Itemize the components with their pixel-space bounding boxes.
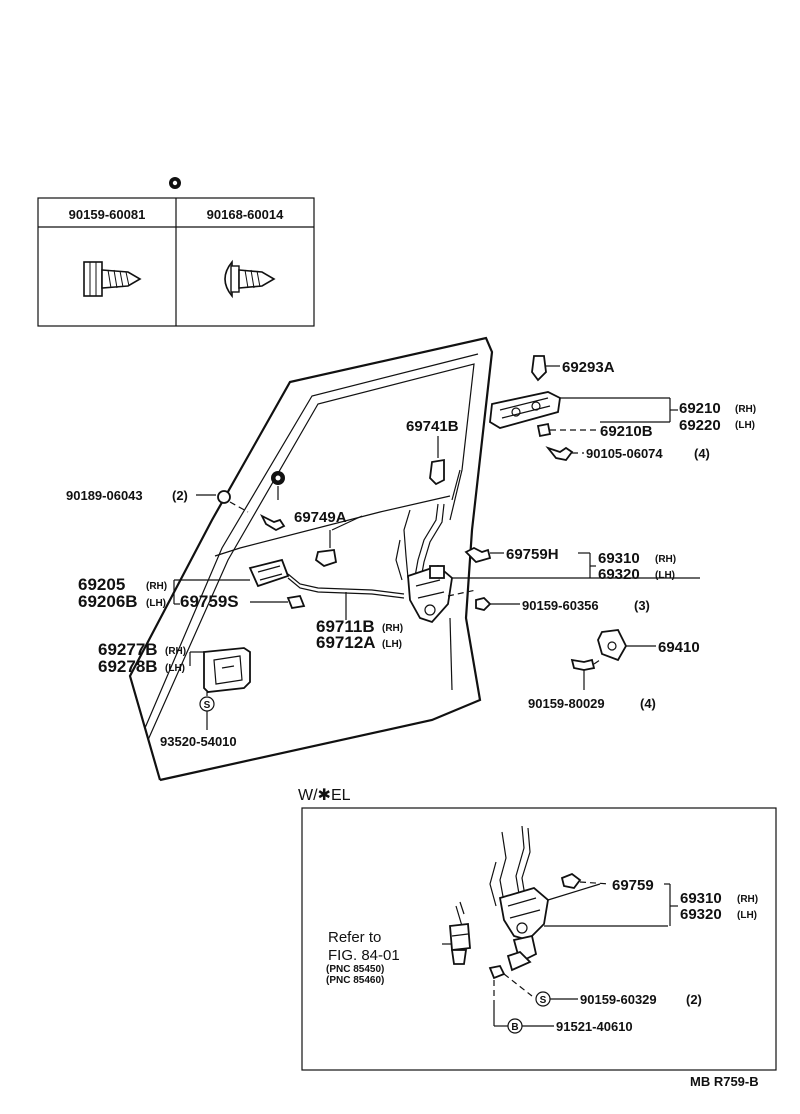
label-90105-qty: (4) <box>694 446 710 461</box>
table-col1-header: 90159-60081 <box>69 207 146 222</box>
part-69410: 69410 <box>597 629 700 662</box>
label-69277B: 69277B <box>98 640 158 659</box>
label-69741B: 69741B <box>406 418 459 435</box>
label-69206B-lh: (LH) <box>146 598 166 609</box>
part-inside-handle-69205: 69205 (RH) 69206B (LH) 69759S <box>78 558 405 611</box>
inset-electric-lock: W/✱EL 69759 69310 (RH) 69320 (LH) Refer … <box>298 787 777 1071</box>
label-69310-rh: (RH) <box>655 554 676 565</box>
label-69712A: 69712A <box>316 633 376 652</box>
label-69278B: 69278B <box>98 657 158 676</box>
part-69210B: 69210B <box>536 422 653 440</box>
label-69749A: 69749A <box>294 509 347 526</box>
screw-icon <box>224 259 276 299</box>
s-marker-letter: S <box>204 700 211 711</box>
label-90159-60356-qty: (3) <box>634 598 650 613</box>
label-69712A-lh: (LH) <box>382 639 402 650</box>
refer-fig-label: FIG. 84-01 <box>328 947 400 964</box>
label-90189-qty: (2) <box>172 488 188 503</box>
label-90159-80029: 90159-80029 <box>528 696 605 711</box>
inset-title: W/✱EL <box>298 787 351 804</box>
part-69759H: 69759H 69310 (RH) 69320 (LH) <box>464 546 676 583</box>
label-69277B-rh: (RH) <box>165 646 186 657</box>
screw-icon <box>83 261 142 297</box>
inset-label-69320-lh: (LH) <box>737 910 757 921</box>
label-69220-lh: (LH) <box>735 420 755 431</box>
pnc-85460-label: (PNC 85460) <box>326 975 384 986</box>
label-69205-rh: (RH) <box>146 581 167 592</box>
door-lock-assembly <box>395 503 700 624</box>
label-90105-06074: 90105-06074 <box>586 446 663 461</box>
label-69711B: 69711B <box>316 617 375 636</box>
part-90159-80029: 90159-80029 (4) <box>528 658 656 711</box>
label-69206B: 69206B <box>78 592 138 611</box>
label-69220: 69220 <box>679 417 721 434</box>
label-69759H: 69759H <box>506 546 559 563</box>
label-69320: 69320 <box>598 566 640 583</box>
part-69741B: 69741B <box>406 418 459 486</box>
label-69210: 69210 <box>679 400 721 417</box>
part-rod-69711B: 69711B (RH) 69712A (LH) <box>316 592 403 652</box>
label-69205: 69205 <box>78 575 125 594</box>
inset-label-69759: 69759 <box>612 877 654 894</box>
label-69759S: 69759S <box>180 592 239 611</box>
refer-to-label: Refer to <box>328 929 381 946</box>
inset-label-69310-rh: (RH) <box>737 894 758 905</box>
label-69210-rh: (RH) <box>735 404 756 415</box>
diagram-code: MB R759-B <box>690 1074 759 1089</box>
pnc-85450-label: (PNC 85450) <box>326 964 384 975</box>
label-69320-lh: (LH) <box>655 570 675 581</box>
part-69749A: 69749A <box>294 509 363 568</box>
label-69210B: 69210B <box>600 423 653 440</box>
inset-s-marker-letter: S <box>540 995 547 1006</box>
label-69310: 69310 <box>598 550 640 567</box>
inset-b-marker-letter: B <box>511 1022 518 1033</box>
part-90159-60356: 90159-60356 (3) <box>475 597 650 613</box>
label-69410: 69410 <box>658 639 700 656</box>
inset-label-69310: 69310 <box>680 890 722 907</box>
part-bezel-69277B: 69277B (RH) 69278B (LH) S 93520-54010 <box>98 640 251 749</box>
label-69711B-rh: (RH) <box>382 623 403 634</box>
label-69293A: 69293A <box>562 359 615 376</box>
inset-label-90159-60329: 90159-60329 <box>580 992 657 1007</box>
inset-label-69320: 69320 <box>680 906 722 923</box>
part-90189-06043: 90189-06043 (2) <box>66 488 249 513</box>
fastener-table: 90159-60081 90168-60014 <box>37 177 315 327</box>
part-90105-06074: 90105-06074 (4) <box>545 446 710 461</box>
label-93520-54010: 93520-54010 <box>160 734 237 749</box>
clip-marker <box>259 471 286 532</box>
inset-label-90159-60329-qty: (2) <box>686 992 702 1007</box>
table-col2-header: 90168-60014 <box>207 207 284 222</box>
label-90159-80029-qty: (4) <box>640 696 656 711</box>
door-outline <box>128 336 494 782</box>
label-69278B-lh: (LH) <box>165 663 185 674</box>
inset-label-91521-40610: 91521-40610 <box>556 1019 633 1034</box>
label-90189-06043: 90189-06043 <box>66 488 143 503</box>
part-outside-handle: 69210 (RH) 69220 (LH) <box>489 391 756 434</box>
label-90159-60356: 90159-60356 <box>522 598 599 613</box>
part-69293A: 69293A <box>531 355 615 382</box>
